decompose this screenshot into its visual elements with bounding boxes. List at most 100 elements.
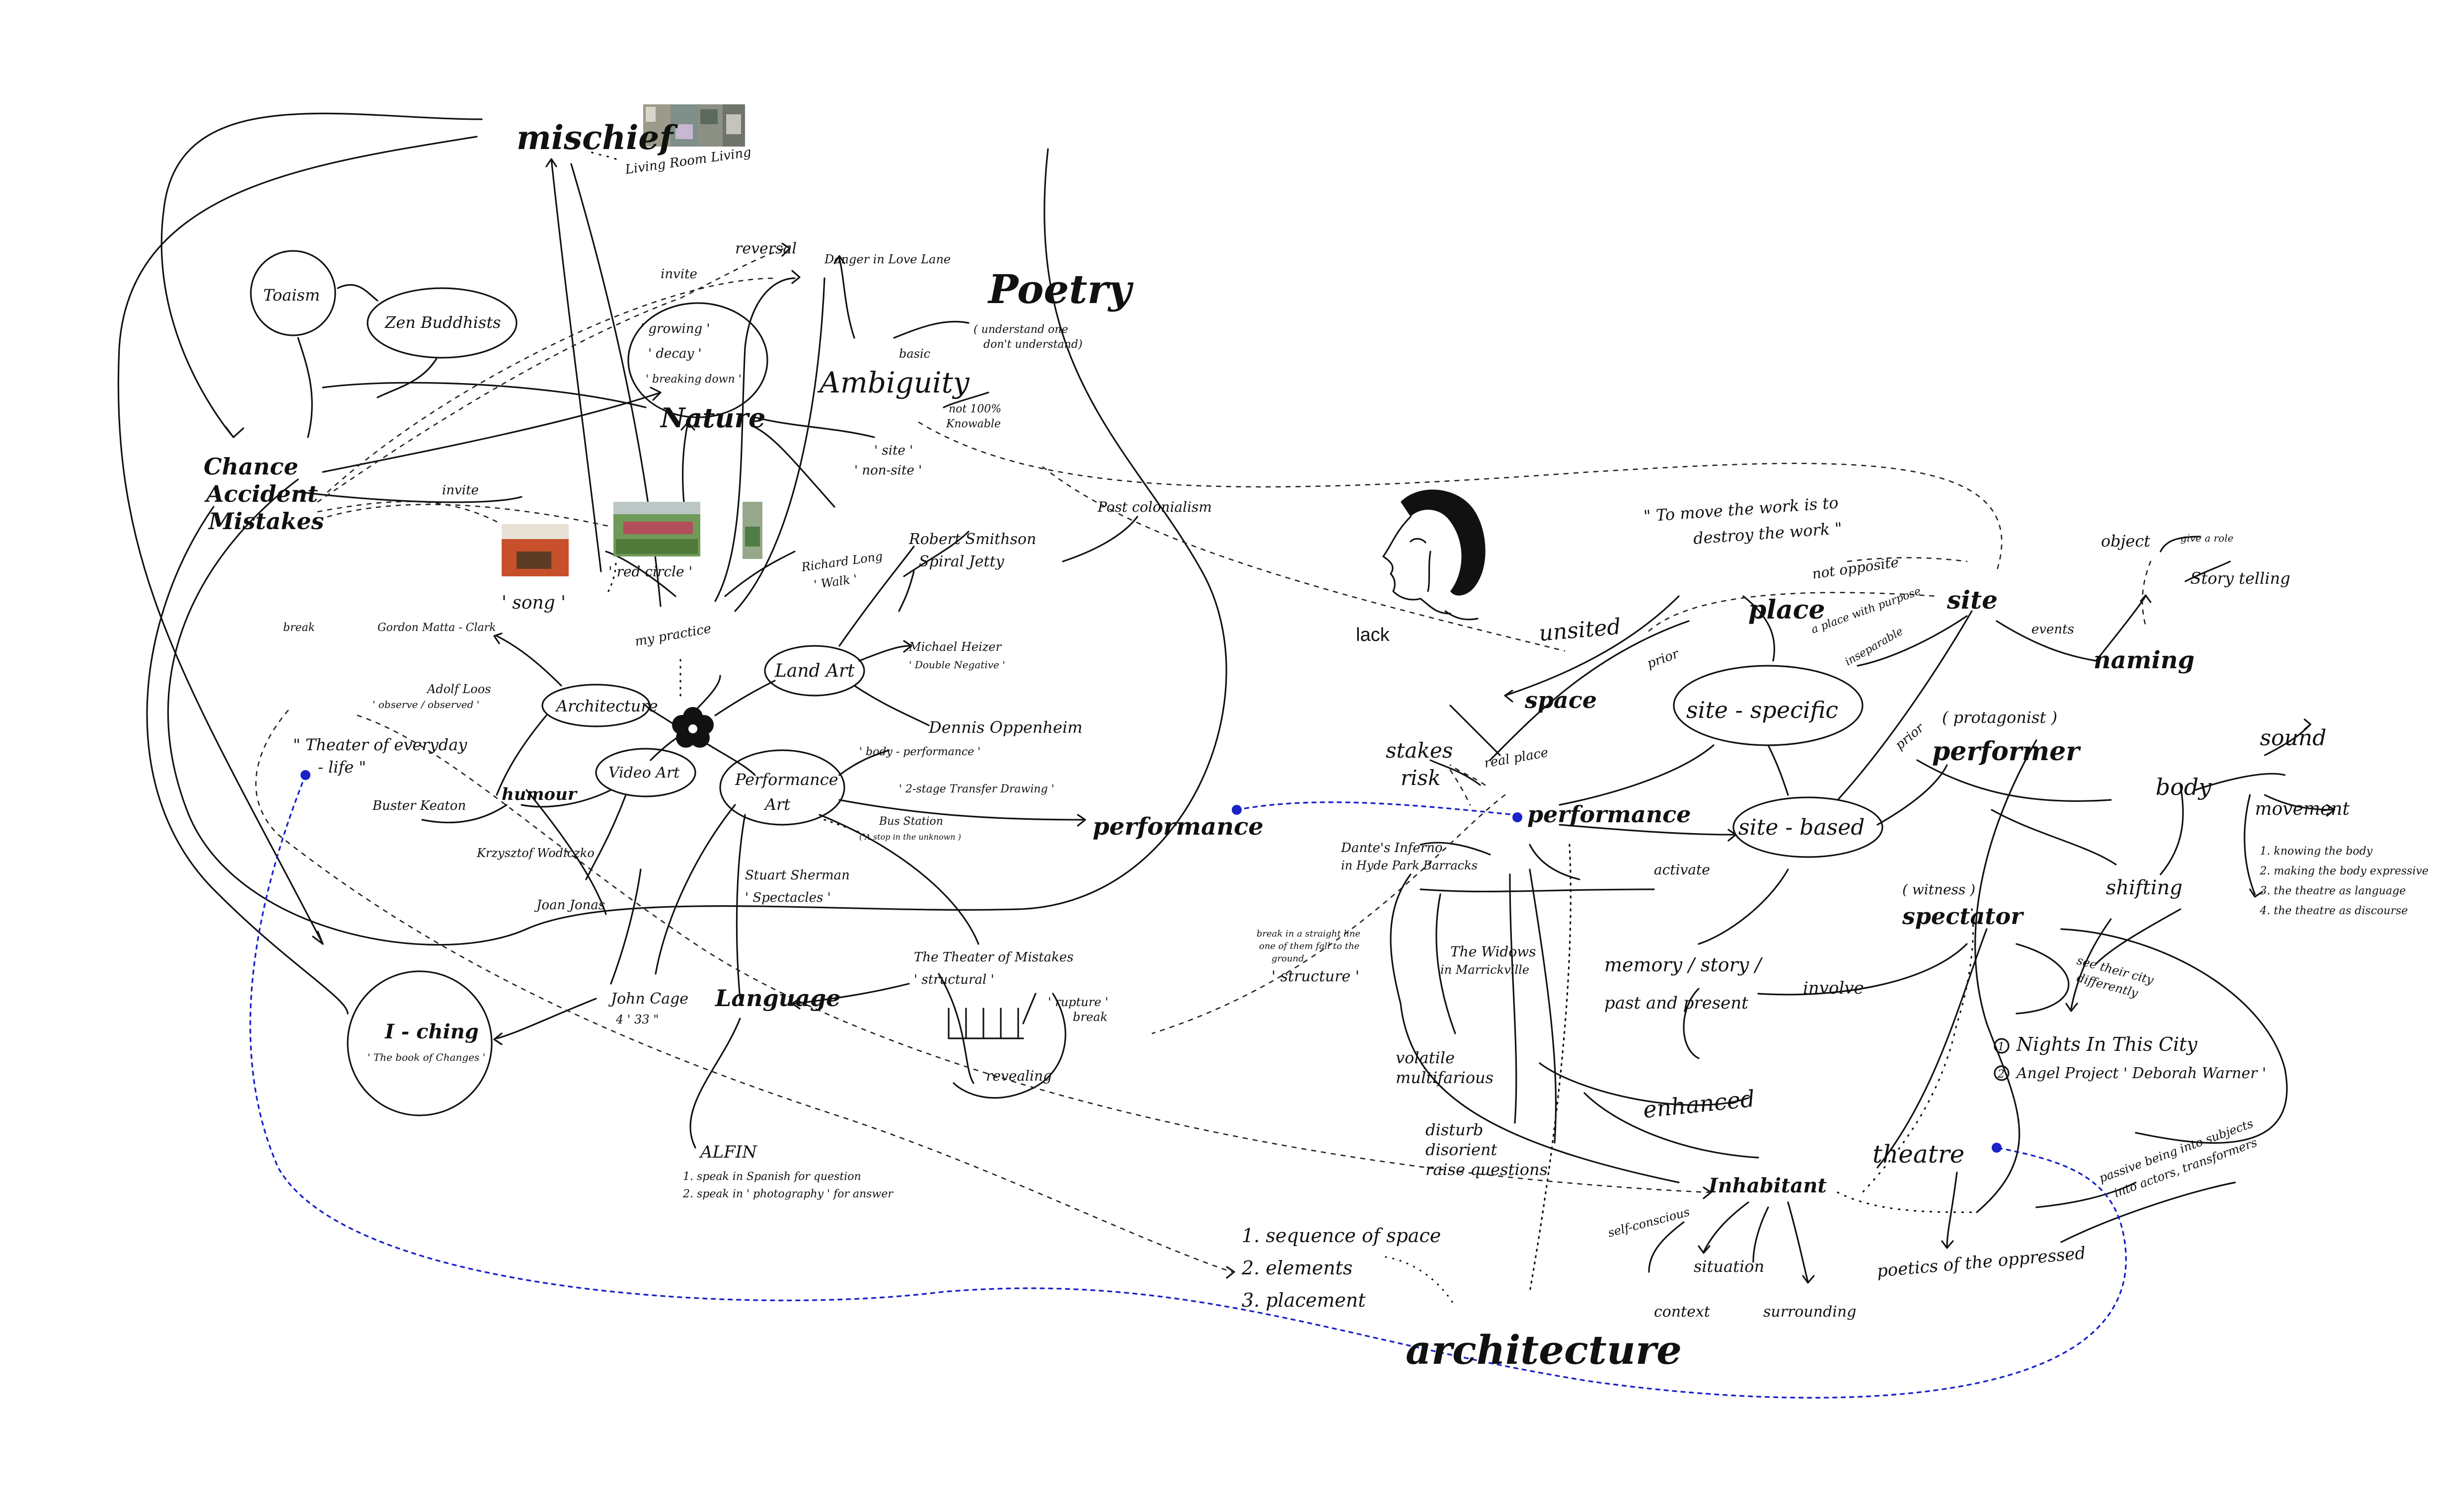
site-non-site-label-2: ' non-site ' [854,463,922,478]
poetry-label: Poetry [987,266,1134,313]
movement-label: movement [2255,799,2350,819]
architecture-bottom-label: architecture [1406,1327,1682,1373]
risk-label: risk [1401,766,1441,790]
not-100-label-2: Knowable [946,418,1001,430]
break-line-label-3: ground [1271,953,1304,964]
widows-label-2: in Marrickville [1440,963,1529,977]
nights-label: Nights In This City [2016,1033,2198,1055]
performance-art-label-1: Performance [735,770,838,789]
not-opposite-label: not opposite [1811,554,1900,582]
i-ching-circle [348,971,492,1115]
theater-of-mistakes-label-2: ' structural ' [914,972,994,987]
adolf-label-2: ' observe / observed ' [373,699,479,710]
bus-station-label-1: Bus Station [879,815,943,828]
stakes-label: stakes [1386,738,1453,763]
understand-label-2: don't understand) [983,338,1082,351]
understand-label-1: ( understand one [973,323,1068,336]
sound-label: sound [2260,725,2326,751]
arrow-icon [1227,1267,1234,1278]
red-circle-label: ' red circle ' [608,563,692,580]
enhanced-label: enhanced [1642,1085,1756,1123]
volatile-label-2: multifarious [1396,1068,1493,1087]
performance-center-label: performance [1093,813,1264,841]
blue-node-dot [1992,1143,2002,1153]
events-label: events [2031,622,2074,637]
to-move-label-2: destroy the work " [1693,519,1843,548]
dantes-label-1: Dante's Inferno [1341,841,1443,856]
inhabitant-label: Inhabitant [1708,1174,1827,1197]
disturb-label-2: disorient [1425,1140,1497,1159]
theater-of-mistakes-label-1: The Theater of Mistakes [914,950,1074,965]
sequence-label-1: 1. sequence of space [1242,1225,1441,1247]
stuart-label-2: ' Spectacles ' [745,890,831,905]
alfin-label-2: 1. speak in Spanish for question [683,1171,861,1183]
john-cage-label-1: John Cage [608,990,688,1008]
place-label: place [1748,595,1825,625]
i-ching-label-2: ' The book of Changes ' [368,1051,485,1063]
site-label: site [1946,585,1998,615]
past-present-label: past and present [1604,993,1748,1013]
arrow-icon [1803,1276,1814,1283]
john-cage-label-2: 4 ' 33 " [615,1013,659,1026]
richard-long-label-2: ' Walk ' [813,572,858,592]
growing-label: ' growing ' [641,321,710,336]
michael-label-1: Michael Heizer [908,640,1002,654]
object-label: object [2101,532,2151,550]
dennis-label: Dennis Oppenheim [928,718,1083,737]
situation-label: situation [1694,1257,1764,1276]
a-place-with-purpose-label: a place with purpose [1810,585,1923,636]
revealing-label: revealing [986,1068,1052,1084]
my-practice-label: my practice [634,621,712,649]
prior-label-1: prior [1645,646,1681,671]
gordon-label: Gordon Matta - Clark [377,622,496,634]
arrow-icon [313,932,323,944]
decay-label: ' decay ' [648,346,702,361]
site-specific-label: site - specific [1686,697,1838,723]
body-label: body [2156,774,2212,800]
taoism-label: Toaism [263,286,320,305]
alfin-label-1: ALFIN [699,1142,757,1162]
i-ching-label-1: I - ching [384,1020,479,1043]
flower-icon [672,707,714,748]
shifting-label: shifting [2106,876,2182,899]
protagonist-label: ( protagonist ) [1942,708,2057,727]
bus-station-label-2: ( A stop in the unknown ) [859,832,961,842]
breaking-down-label: ' breaking down ' [646,373,742,386]
buster-label: Buster Keaton [372,798,466,813]
give-a-role-label: give a role [2180,532,2234,544]
nature-label: Nature [660,402,765,434]
reversal-label: reversal [735,240,797,257]
blue-node-dot [1512,812,1522,822]
knowing-label-4: 4. the theatre as discourse [2259,905,2408,917]
song-label: ' song ' [502,593,566,613]
humour-label: humour [502,784,578,804]
unsited-label: unsited [1538,614,1622,646]
chance-label-3: Mistakes [208,508,324,535]
theater-everyday-label-1: " Theater of everyday [293,735,467,754]
dashed-connectors [256,248,2151,1272]
body-performance-label: ' body - performance ' [859,746,980,758]
rupture-label-2: break [1073,1010,1108,1024]
krzysztof-label: Krzysztof Wodiczko [476,846,595,860]
naming-label: naming [2093,646,2194,674]
arrow-icon [792,271,800,283]
blue-node-dot [300,770,310,780]
memory-label: memory / story / [1604,954,1763,976]
structure-label: ' structure ' [1271,968,1359,985]
performance-art-label-2: Art [763,795,790,814]
language-label: Language [714,985,840,1012]
theater-everyday-label-2: - life " [318,758,366,777]
invite-left-label: invite [442,483,479,498]
involve-label: involve [1803,978,1864,998]
disturb-label-3: raise questions [1425,1160,1548,1179]
self-conscious-label: self-conscious [1606,1205,1691,1240]
story-telling-label: Story telling [2190,569,2290,588]
lack-label: lack [1356,625,1390,645]
theatre-label: theatre [1872,1140,1964,1169]
site-based-label: site - based [1738,815,1865,840]
adolf-label-1: Adolf Loos [426,682,491,696]
robert-smithson-label-1: Robert Smithson [908,531,1036,548]
performer-label: performer [1932,736,2081,767]
